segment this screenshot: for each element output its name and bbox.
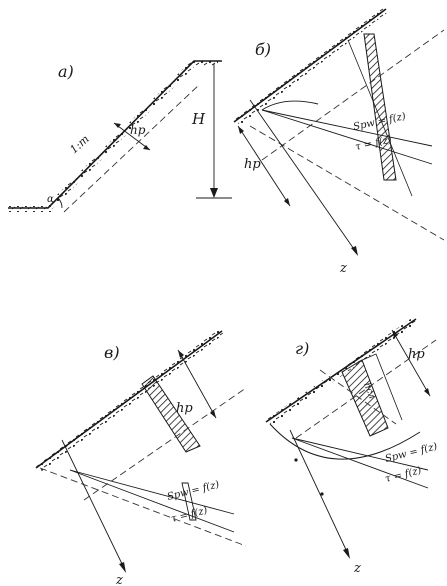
panel-a-angle-text: α bbox=[47, 194, 54, 205]
panel-a-hp-arrowhead-1 bbox=[114, 123, 121, 128]
panel-a-height-arrowhead bbox=[210, 188, 218, 198]
panel-g-dash-1 bbox=[295, 339, 437, 439]
panel-b-ground bbox=[234, 8, 388, 125]
panel-g-func-line-2 bbox=[291, 437, 429, 489]
panel-g-dash-2 bbox=[319, 369, 397, 425]
panel-g-func-line-1 bbox=[291, 437, 429, 471]
panel-a-hp-arrow bbox=[113, 122, 151, 151]
panel-g-point-2 bbox=[320, 492, 324, 496]
panel-v-hatched-block bbox=[141, 375, 201, 453]
panel-v-bar bbox=[181, 482, 197, 521]
panel-g-axis-text: z bbox=[353, 561, 361, 576]
panel-b: б) hp Sрw = f(z) τ = f(z) z bbox=[233, 8, 445, 276]
panel-g-bracket bbox=[357, 353, 403, 421]
panel-v-hp-arrow bbox=[177, 349, 217, 419]
panel-v-f1-text: Sрw = f(z) bbox=[166, 479, 220, 503]
panel-v-z-arrowhead bbox=[119, 562, 126, 573]
panel-a-depth-text: hp bbox=[130, 123, 146, 137]
panel-v-hp-arrowhead-2 bbox=[210, 410, 216, 418]
panel-a-height-text: H bbox=[191, 110, 206, 128]
panel-g-label: г) bbox=[295, 339, 309, 358]
panel-v-dash-2 bbox=[39, 467, 247, 547]
panel-a-angle-arc bbox=[57, 197, 63, 209]
panel-b-dash-1 bbox=[261, 29, 445, 161]
panel-b-block-guide bbox=[347, 39, 413, 197]
panel-a-slope-surface bbox=[8, 60, 222, 209]
panel-a: а) 1:m hp H α bbox=[8, 60, 232, 213]
panel-v: в) hp Sрw = f(z) τ = f(z) z bbox=[35, 330, 247, 586]
panel-a-slope-text: 1:m bbox=[67, 132, 91, 156]
panel-g: г) hp hсл Sрw = f(z) τ = f(z) z bbox=[265, 318, 439, 576]
panel-b-slope-surface bbox=[233, 8, 387, 123]
panel-v-hp-arrowhead-1 bbox=[178, 350, 184, 358]
panel-g-hp-arrow bbox=[391, 329, 431, 397]
panel-b-hp-arrow bbox=[237, 125, 291, 207]
panel-b-z-axis bbox=[249, 99, 357, 253]
panel-b-func-line-1 bbox=[261, 109, 433, 147]
panel-b-hatched-block bbox=[363, 33, 397, 181]
panel-g-z-arrowhead bbox=[343, 548, 350, 559]
panel-v-axis-text: z bbox=[115, 573, 123, 586]
panel-g-point-1 bbox=[294, 458, 298, 462]
panel-g-depth-text: hp bbox=[408, 347, 425, 362]
panel-v-f2-text: τ = f(z) bbox=[170, 505, 209, 525]
panel-g-slip-arc bbox=[269, 423, 421, 460]
panel-b-axis-text: z bbox=[339, 261, 347, 276]
panel-a-hp-arrowhead-2 bbox=[143, 145, 150, 150]
panel-b-hp-arrowhead-2 bbox=[284, 198, 290, 206]
panel-g-slope-surface bbox=[265, 318, 417, 423]
panel-v-slope-surface bbox=[35, 330, 223, 469]
panel-a-ground-top bbox=[192, 60, 218, 66]
panel-b-z-arrowhead bbox=[351, 246, 358, 256]
panel-g-hatched-block bbox=[341, 359, 389, 437]
panel-v-z-axis bbox=[61, 439, 125, 569]
panel-g-f1-text: Sрw = f(z) bbox=[384, 441, 438, 465]
panel-a-slip-line bbox=[63, 83, 201, 213]
panel-g-z-axis bbox=[289, 429, 349, 555]
panel-b-curve bbox=[261, 100, 319, 111]
panel-b-func-line-2 bbox=[261, 109, 433, 165]
panel-v-func-line-2 bbox=[69, 469, 235, 533]
panel-b-dash-2 bbox=[249, 125, 445, 241]
panel-v-ground bbox=[36, 330, 224, 471]
panel-b-label: б) bbox=[255, 40, 271, 59]
panel-v-func-line-1 bbox=[69, 469, 235, 515]
panel-a-ground-toe bbox=[8, 206, 52, 212]
panel-v-label: в) bbox=[104, 343, 120, 362]
panel-b-depth-text: hp bbox=[244, 157, 261, 172]
panel-g-hp-arrowhead-2 bbox=[424, 388, 430, 396]
panel-g-f2-text: τ = f(z) bbox=[384, 465, 423, 485]
panel-b-hp-arrowhead-1 bbox=[238, 126, 244, 134]
panel-a-label: а) bbox=[58, 62, 74, 81]
panel-g-hp-arrowhead-1 bbox=[392, 330, 398, 338]
panel-v-depth-text: hp bbox=[176, 401, 193, 416]
